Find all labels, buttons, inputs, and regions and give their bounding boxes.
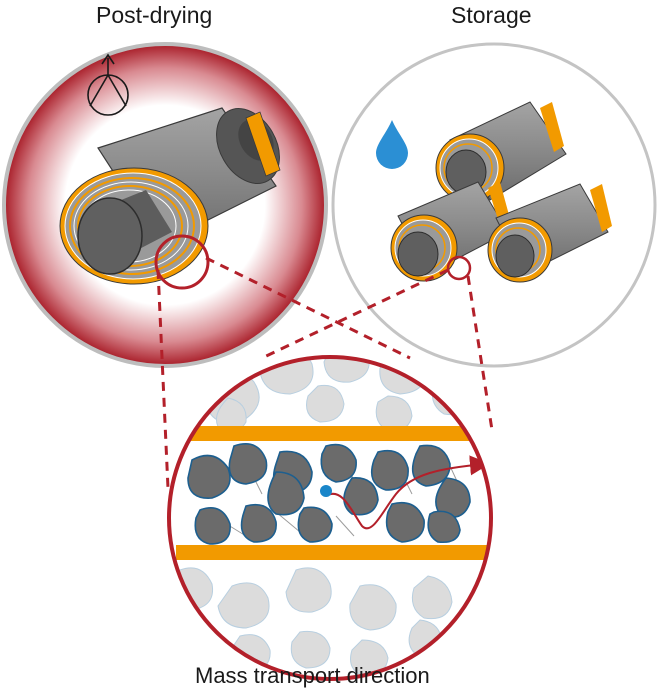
pump-icon	[87, 53, 129, 116]
water-drop-icon	[376, 120, 408, 169]
electrode-roll-top	[435, 101, 567, 203]
water-molecule	[320, 485, 332, 497]
microstructure-zoom	[167, 355, 493, 681]
post-drying-label: Post-drying	[96, 2, 213, 28]
post-drying-panel	[2, 42, 328, 368]
storage-label: Storage	[451, 2, 532, 28]
electrode-roll-left	[390, 181, 512, 282]
transport-arrow	[325, 455, 490, 530]
active-particles	[187, 443, 471, 545]
zoom-border	[167, 355, 493, 681]
current-collector-bottom	[176, 545, 488, 560]
storage-panel	[331, 42, 657, 368]
zoom-marker-right	[446, 255, 472, 281]
zoom-marker-left	[154, 234, 210, 290]
mass-transport-label: Mass transport direction	[195, 663, 430, 688]
current-collector-top	[176, 426, 488, 441]
zoom-connectors	[156, 256, 494, 489]
electrode-roll	[59, 107, 281, 285]
electrode-roll-right	[487, 183, 612, 283]
